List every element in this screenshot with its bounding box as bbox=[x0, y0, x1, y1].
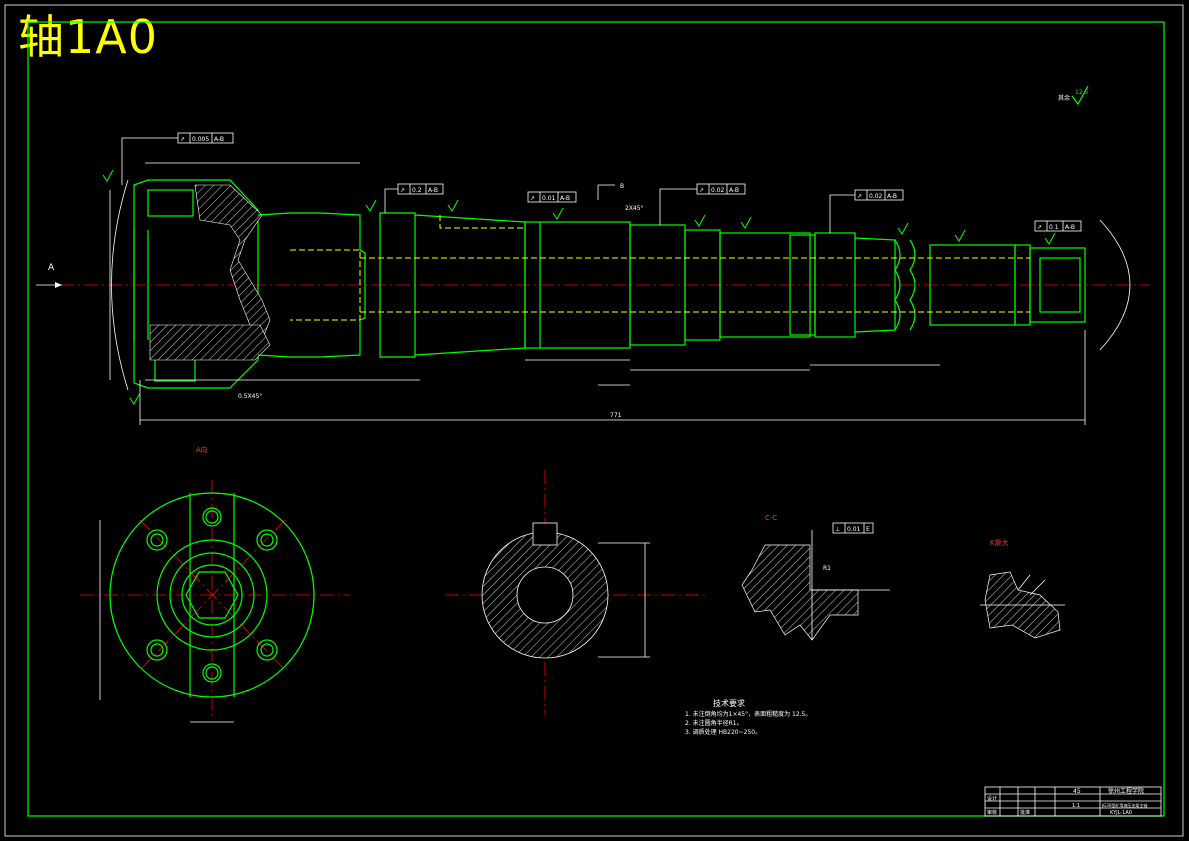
tb-drawing-name: JG30型矿用液压支架主轴 bbox=[1101, 802, 1147, 808]
svg-text:⊥: ⊥ bbox=[835, 526, 840, 533]
svg-text:0.02: 0.02 bbox=[711, 187, 725, 194]
tolerance-frame-2: ↗ 0.2 A-B bbox=[384, 183, 444, 213]
tech-heading: 技术要求 bbox=[713, 698, 745, 708]
keyway-hidden bbox=[439, 215, 525, 229]
tb-material: 45 bbox=[1073, 788, 1081, 795]
tolerance-frame-4: ↗ 0.02 A-B bbox=[659, 183, 746, 225]
tolerance-frame-3: ↗ 0.01 A-B bbox=[527, 191, 577, 203]
svg-text:A-B: A-B bbox=[214, 136, 224, 143]
tb-design: 设计 bbox=[987, 795, 997, 802]
section-cc-title: C-C bbox=[765, 514, 777, 522]
tb-school: 徐州工程学院 bbox=[1108, 787, 1144, 795]
roughness-marks bbox=[102, 169, 1056, 405]
svg-text:A-B: A-B bbox=[428, 187, 438, 194]
inner-frame bbox=[27, 21, 1165, 817]
end-arc-right bbox=[1099, 219, 1131, 351]
view-a-title: A向 bbox=[196, 445, 208, 454]
svg-text:E: E bbox=[866, 526, 870, 533]
svg-text:A-B: A-B bbox=[887, 193, 897, 200]
radius-label: R1 bbox=[823, 565, 831, 572]
svg-text:↗: ↗ bbox=[530, 195, 535, 202]
svg-text:↗: ↗ bbox=[180, 136, 185, 143]
svg-text:↗: ↗ bbox=[857, 193, 862, 200]
spline-break-2 bbox=[909, 239, 916, 331]
shaft-end bbox=[1029, 247, 1086, 323]
svg-text:↗: ↗ bbox=[1037, 224, 1042, 231]
tech-item-1: 1. 未注倒角均为1×45°，表面粗糙度为 12.5。 bbox=[685, 710, 811, 718]
shaft-seg-1 bbox=[379, 212, 416, 358]
svg-text:0.01: 0.01 bbox=[847, 526, 861, 533]
view-arrow-a-label: A bbox=[48, 263, 55, 273]
tb-approve: 批准 bbox=[1020, 809, 1030, 816]
arrow-head bbox=[55, 282, 62, 288]
end-arc-left bbox=[111, 179, 129, 391]
svg-text:0.02: 0.02 bbox=[869, 193, 883, 200]
flange-hole-top bbox=[147, 189, 194, 217]
outer-frame bbox=[4, 4, 1184, 837]
title-block: 45 徐州工程学院 1:1 JG30型矿用液压支架主轴 设计 审核 批准 KYJ… bbox=[984, 786, 1162, 817]
bore-hidden-1 bbox=[290, 249, 361, 321]
roughness-symbol bbox=[1071, 85, 1089, 106]
roughness-other-label: 其余 bbox=[1058, 94, 1070, 102]
flange-outline bbox=[133, 179, 259, 389]
section-arrow-b-label: B bbox=[620, 183, 624, 190]
tolerance-frame-6: ↗ 0.1 A-B bbox=[1034, 220, 1082, 232]
svg-text:↗: ↗ bbox=[699, 187, 704, 194]
svg-text:0.01: 0.01 bbox=[542, 195, 556, 202]
shaft-seg-7 bbox=[814, 232, 856, 338]
tolerance-frame-7: ⊥ 0.01 E bbox=[832, 522, 874, 534]
tech-item-2: 2. 未注圆角半径R1。 bbox=[685, 719, 743, 727]
shaft-main-view: A bbox=[36, 162, 1150, 425]
roughness-other-value: 12.5 bbox=[1075, 89, 1089, 96]
svg-text:0.1: 0.1 bbox=[1049, 224, 1059, 231]
shaft-seg-5 bbox=[719, 232, 811, 338]
tech-item-3: 3. 调质处理 HB220~250。 bbox=[685, 728, 761, 736]
tb-check: 审核 bbox=[987, 809, 997, 816]
svg-text:A-B: A-B bbox=[1065, 224, 1075, 231]
shaft-neck bbox=[257, 212, 366, 358]
shaft-seg-8 bbox=[854, 237, 896, 333]
shaft-end-bore bbox=[1039, 257, 1081, 313]
flange-section-bottom bbox=[149, 324, 271, 361]
tb-scale: 1:1 bbox=[1072, 803, 1080, 809]
tolerance-frame-1: ↗ 0.005 A-B bbox=[121, 132, 234, 185]
section-cc-view: C-C R1 ⊥ 0.01 E bbox=[741, 514, 890, 641]
detail-k-view: K放大 bbox=[980, 538, 1065, 639]
tolerance-frame-5: ↗ 0.02 A-B bbox=[829, 189, 904, 233]
chamfer-label: 0.5X45° bbox=[238, 393, 262, 400]
dim-total-length-text: 771 bbox=[610, 412, 622, 419]
chamfer-label-2: 2X45° bbox=[625, 205, 644, 212]
section-arrow-b bbox=[597, 184, 615, 200]
svg-text:↗: ↗ bbox=[400, 187, 405, 194]
tb-drawing-no: KYJL-1A0 bbox=[1110, 810, 1132, 816]
flange-end-view: A向 bbox=[80, 445, 350, 723]
svg-text:0.005: 0.005 bbox=[192, 136, 209, 143]
svg-text:A-B: A-B bbox=[560, 195, 570, 202]
section-b-view bbox=[445, 470, 705, 715]
tech-requirements: 技术要求 1. 未注倒角均为1×45°，表面粗糙度为 12.5。 2. 未注圆角… bbox=[685, 698, 811, 736]
svg-text:0.2: 0.2 bbox=[412, 187, 422, 194]
svg-text:A-B: A-B bbox=[729, 187, 739, 194]
detail-k-title: K放大 bbox=[990, 538, 1009, 547]
spline-break-1 bbox=[894, 239, 901, 331]
